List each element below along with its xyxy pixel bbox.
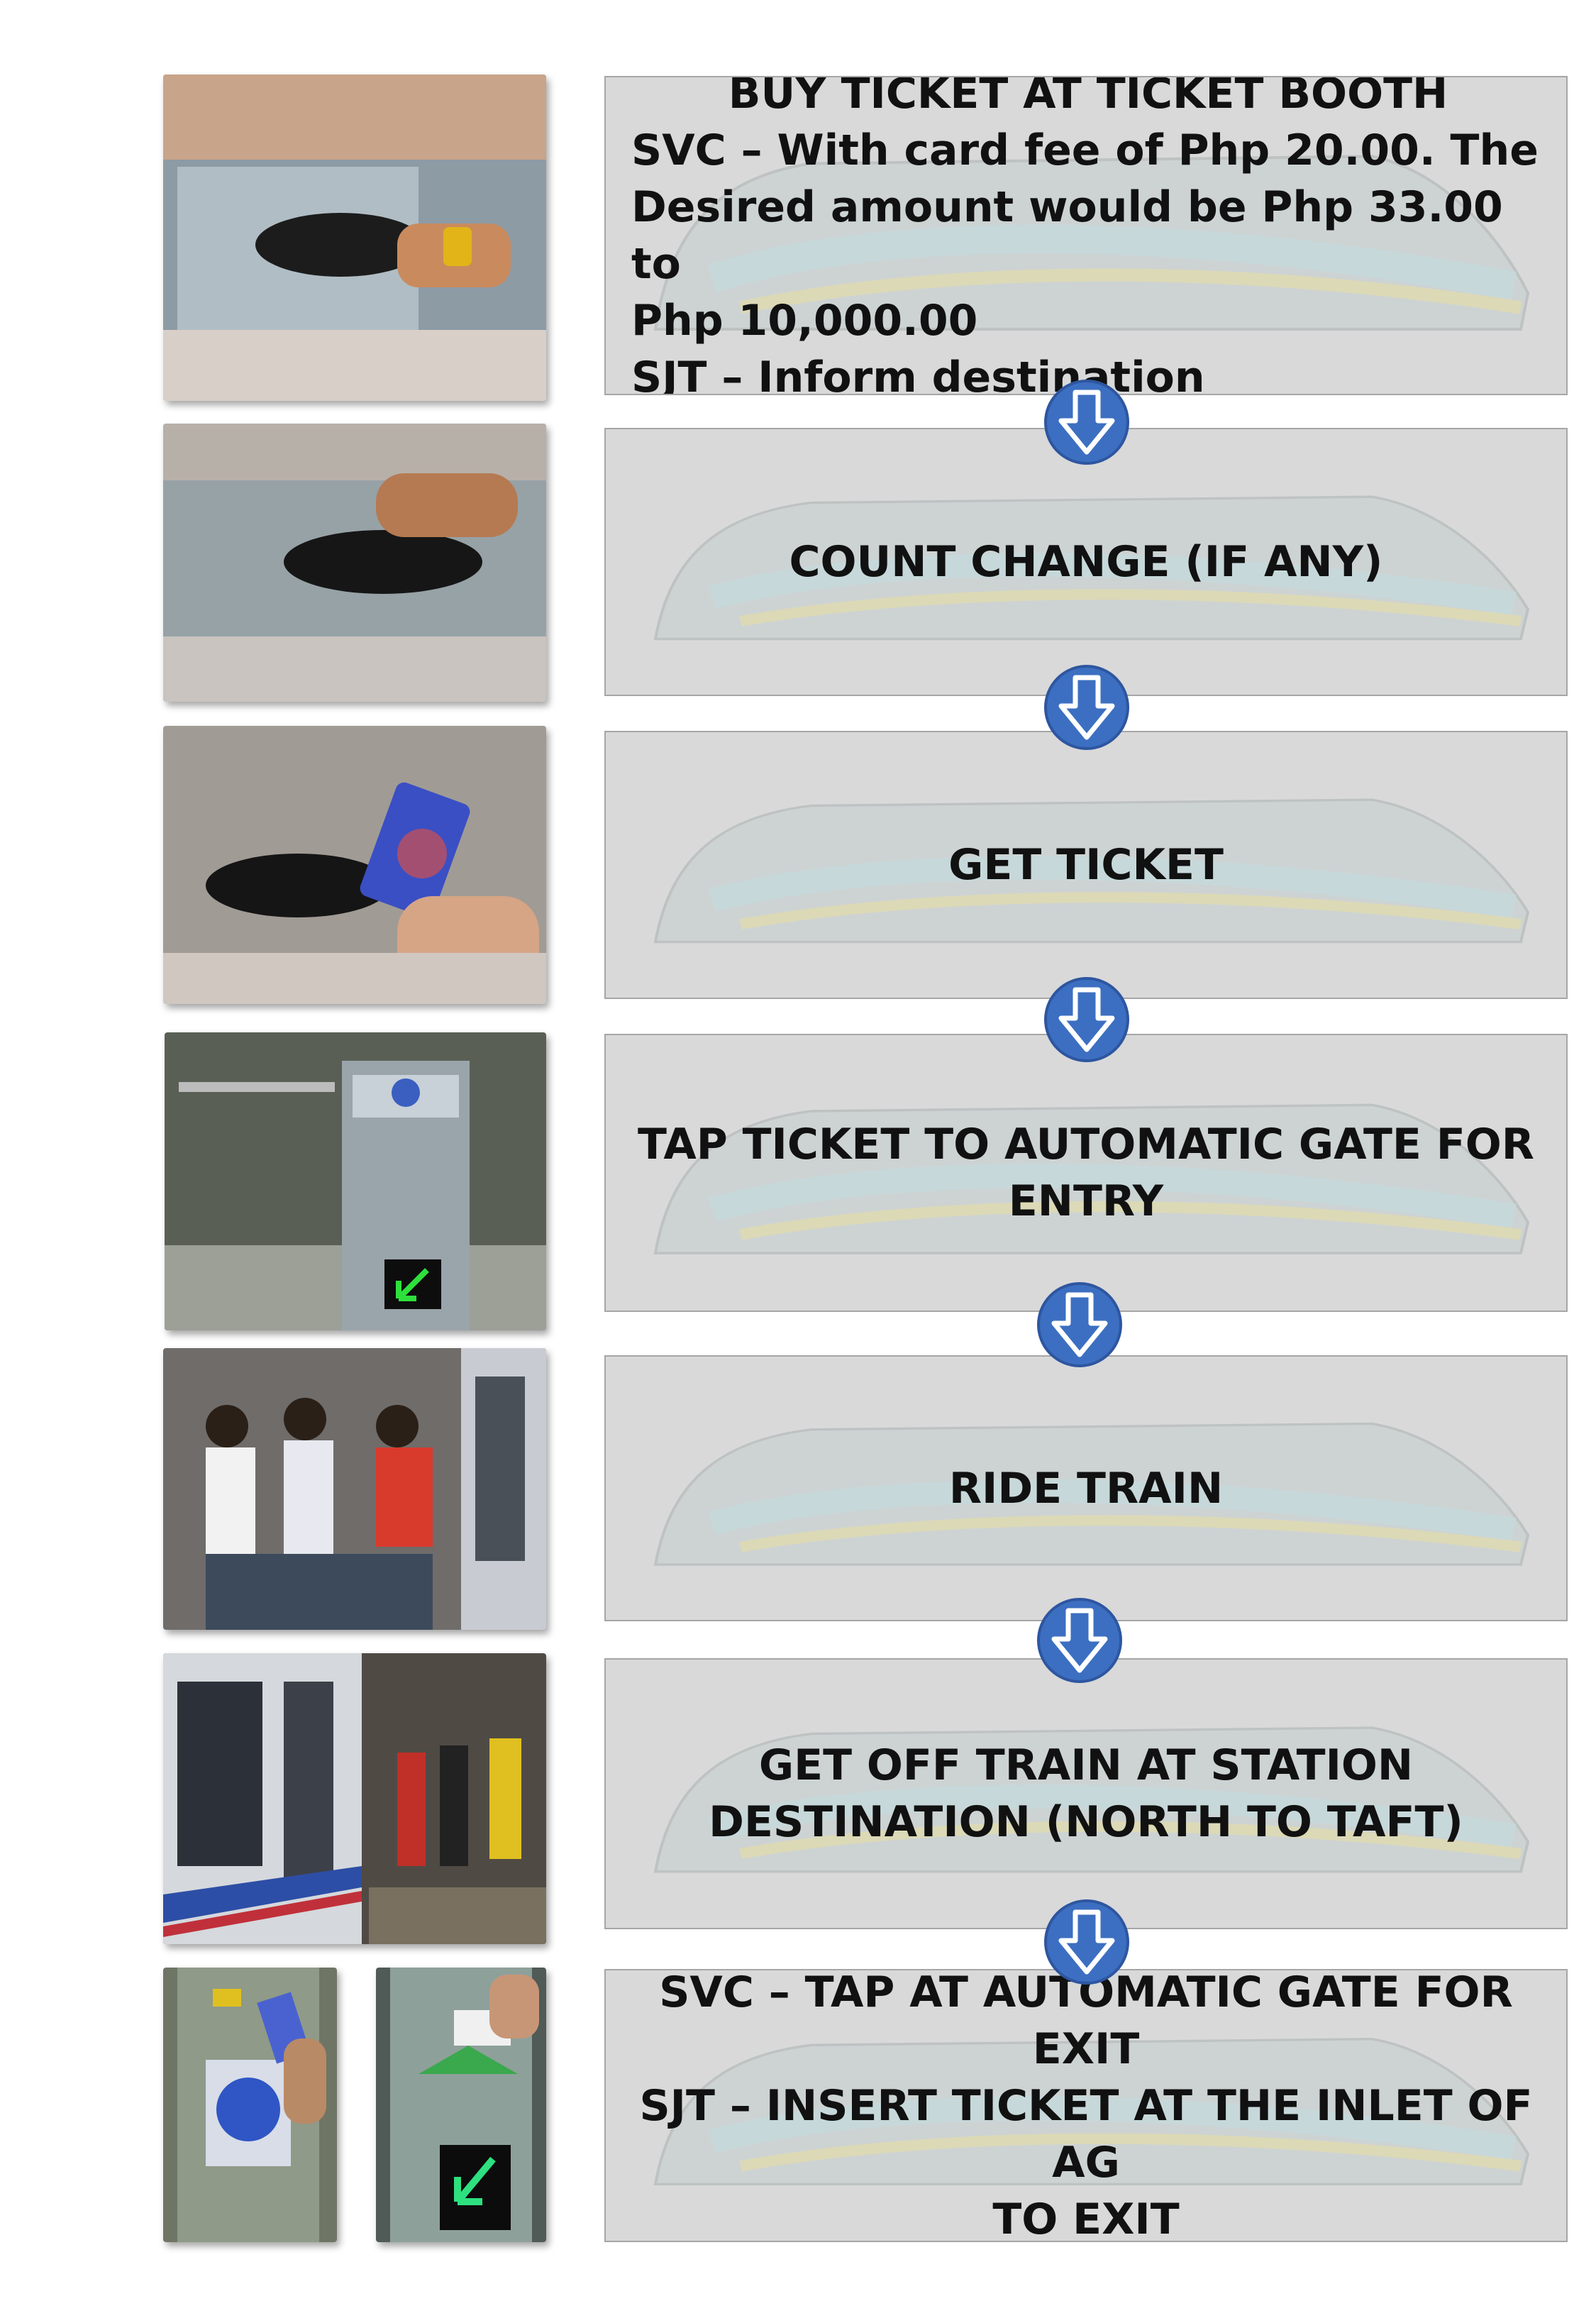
step-1-line-1: BUY TICKET AT TICKET BOOTH	[728, 76, 1448, 118]
down-arrow-icon	[1037, 1282, 1122, 1367]
step-3-line-1: GET TICKET	[948, 840, 1224, 890]
step-6-line-1: GET OFF TRAIN AT STATION	[758, 1740, 1414, 1790]
get-off-train-photo	[163, 1653, 546, 1944]
train-icon	[653, 1726, 1530, 1873]
step-7-line-3: SJT – INSERT TICKET AT THE INLET OF AG	[639, 2080, 1533, 2188]
train-icon	[653, 2038, 1530, 2186]
step-7-line-2: EXIT	[1032, 2024, 1140, 2074]
step-2-box: COUNT CHANGE (IF ANY)	[604, 428, 1568, 696]
step-3-box: GET TICKET	[604, 731, 1568, 999]
step-1-line-3: Desired amount would be Php 33.00 to	[631, 182, 1503, 289]
entry-gate-photo	[165, 1032, 546, 1330]
step-4-box: TAP TICKET TO AUTOMATIC GATE FOR ENTRY	[604, 1034, 1568, 1312]
step-3-text: GET TICKET	[606, 732, 1566, 998]
step-1-line-2: SVC – With card fee of Php 20.00. The	[631, 126, 1539, 175]
train-icon	[653, 155, 1530, 331]
step-5-text: RIDE TRAIN	[606, 1357, 1566, 1620]
down-arrow-icon	[1037, 1598, 1122, 1683]
step-7-line-4: TO EXIT	[992, 2194, 1180, 2242]
ride-train-photo	[163, 1348, 546, 1630]
step-1-text: BUY TICKET AT TICKET BOOTH SVC – With car…	[606, 77, 1566, 394]
step-1-line-4: Php 10,000.00	[631, 296, 978, 346]
down-arrow-icon	[1044, 665, 1129, 750]
count-change-photo	[163, 424, 546, 702]
step-6-box: GET OFF TRAIN AT STATION DESTINATION (NOR…	[604, 1658, 1568, 1929]
step-5-line-1: RIDE TRAIN	[948, 1463, 1224, 1513]
step-4-text: TAP TICKET TO AUTOMATIC GATE FOR ENTRY	[606, 1035, 1566, 1311]
step-5-box: RIDE TRAIN	[604, 1355, 1568, 1621]
step-4-line-2: ENTRY	[1008, 1176, 1164, 1226]
step-2-line-1: COUNT CHANGE (IF ANY)	[789, 537, 1383, 587]
train-icon	[653, 798, 1530, 944]
step-6-line-2: DESTINATION (NORTH TO TAFT)	[709, 1797, 1463, 1847]
step-1-box: BUY TICKET AT TICKET BOOTH SVC – With car…	[604, 76, 1568, 395]
ticket-booth-photo	[163, 75, 546, 401]
exit-gate-insert-photo	[376, 1968, 546, 2242]
get-ticket-photo	[163, 726, 546, 1004]
step-2-text: COUNT CHANGE (IF ANY)	[606, 429, 1566, 695]
down-arrow-icon	[1044, 977, 1129, 1062]
step-6-text: GET OFF TRAIN AT STATION DESTINATION (NOR…	[606, 1660, 1566, 1928]
down-arrow-icon	[1044, 380, 1129, 465]
train-icon	[653, 1103, 1530, 1254]
step-4-line-1: TAP TICKET TO AUTOMATIC GATE FOR	[638, 1120, 1534, 1169]
train-icon	[653, 1422, 1530, 1566]
train-icon	[653, 495, 1530, 641]
exit-gate-tap-photo	[163, 1968, 337, 2242]
down-arrow-icon	[1044, 1899, 1129, 1985]
